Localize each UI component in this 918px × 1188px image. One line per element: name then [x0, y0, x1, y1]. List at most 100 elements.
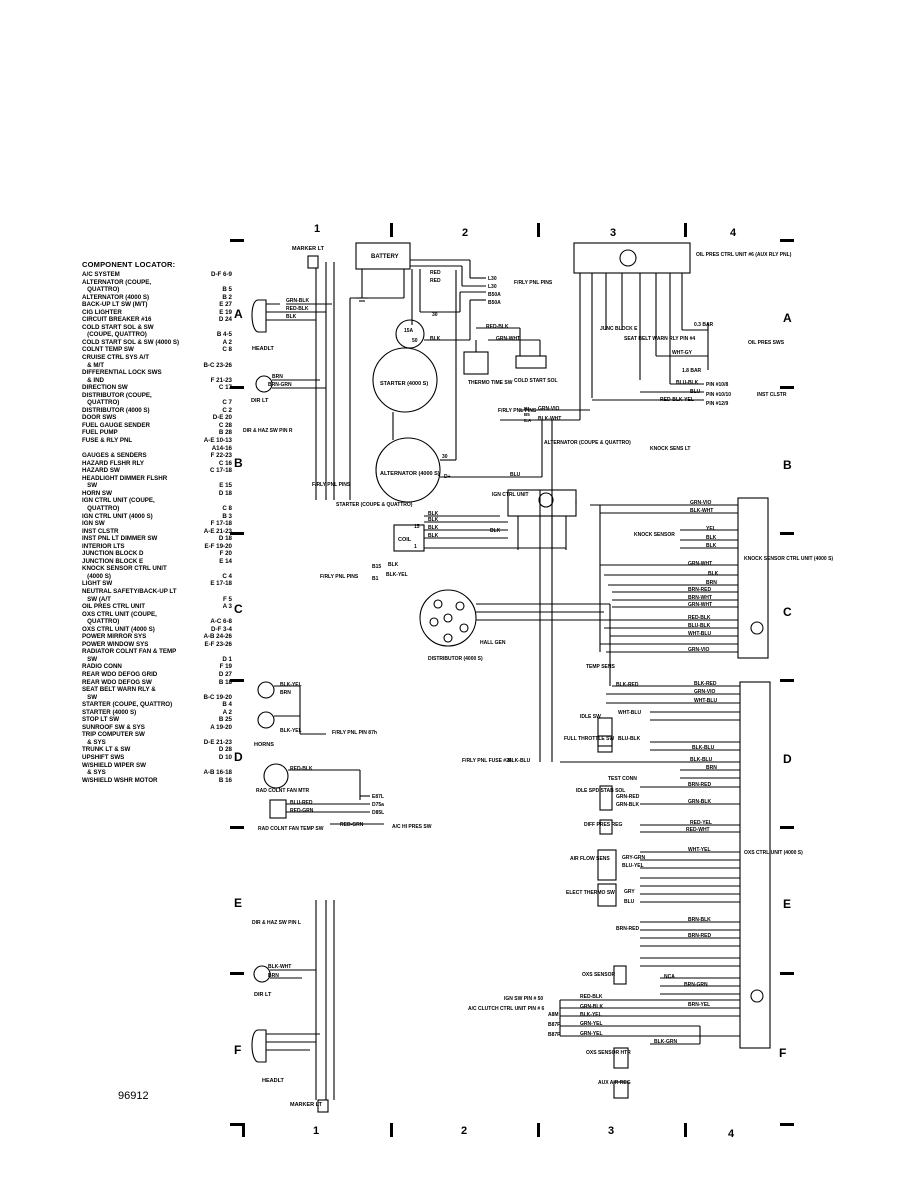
locator-entry-ref: A14-16 — [211, 444, 232, 452]
idle-spd-stab-sol-box — [599, 785, 613, 811]
locator-entry-name: FUSE & RLY PNL — [82, 437, 133, 445]
zone-number-4-top: 4 — [730, 227, 737, 239]
starter-callout-label: STARTER (COUPE & QUATTRO) — [336, 502, 413, 508]
zone-letter-a-left: A — [234, 307, 243, 321]
wire-label: BRN-BLK — [688, 917, 711, 923]
border-tick — [230, 679, 244, 682]
border-corner — [242, 1123, 245, 1137]
wire-label: BRN-YEL — [688, 1002, 710, 1008]
border-tick — [684, 223, 687, 237]
knock-sens-lt-label: KNOCK SENS LT — [650, 446, 690, 452]
terminal-label: B1 — [372, 576, 379, 582]
locator-entry-name: QUATTRO) — [82, 399, 120, 407]
locator-entry-name: FUEL PUMP — [82, 429, 118, 437]
dir-haz-sw-top-label: DIR & HAZ SW PIN R — [243, 428, 293, 434]
wire-label: BLK — [490, 528, 501, 534]
zone-letter-d-left: D — [234, 750, 243, 764]
border-tick — [230, 239, 244, 242]
wire-label: BLU-YEL — [622, 863, 644, 869]
locator-entry-name: REAR WDO DEFOG SW — [82, 678, 152, 686]
rad-colnt-fan-mtr-label: RAD COLNT FAN MTR — [256, 788, 309, 794]
wire-label: GRY-GRN — [622, 855, 646, 861]
wire-label: BLK — [706, 543, 717, 549]
border-tick — [780, 386, 794, 389]
battery-box — [355, 242, 411, 270]
locator-entry-name: COLD START SOL & SW — [82, 323, 154, 331]
wire-label: BRN-GRN — [268, 382, 292, 388]
frly-pnl-pin-87h-label: F/RLY PNL PIN 87h — [332, 730, 377, 736]
locator-entry-name: DIFFERENTIAL LOCK SWS — [82, 369, 162, 377]
wire-label: GRN-VIO — [694, 689, 716, 695]
terminal-label: B50A — [488, 300, 501, 306]
locator-entry-ref: F 22-23 — [210, 452, 232, 460]
oxs-ctrl-unit-box — [739, 681, 771, 1049]
locator-entry-name: INTERIOR LTS — [82, 542, 125, 550]
rad-colnt-fan-temp-sw — [269, 799, 287, 819]
locator-entry-name: SUNROOF SW & SYS — [82, 723, 145, 731]
ign-sw-pin-label: IGN SW PIN # 50 — [504, 996, 543, 1002]
wire-label: WHT-YEL — [688, 847, 711, 853]
border-tick — [230, 972, 244, 975]
wire-label: BRN-RED — [688, 587, 711, 593]
wire-label: BLK-WHT — [690, 508, 713, 514]
locator-entry-name: TRUNK LT & SW — [82, 746, 131, 754]
dir-lt-bottom-label: DIR LT — [254, 992, 272, 998]
locator-entry-name: QUATTRO) — [82, 286, 120, 294]
locator-entry-ref: D 18 — [218, 489, 232, 497]
wire-label: RED-BLK — [688, 615, 711, 621]
knock-sensor-ctrl-unit-box — [737, 497, 769, 659]
locator-entry-ref: F 5 — [223, 595, 232, 603]
locator-entry-ref: A-B 24-26 — [203, 633, 232, 641]
wire-label: GRN-WHT — [688, 602, 712, 608]
locator-entry-ref: D 24 — [218, 316, 232, 324]
locator-entry-ref: F 17-18 — [210, 520, 232, 528]
wire-label: BRN — [706, 765, 717, 771]
locator-entry-ref: F 21-23 — [210, 376, 232, 384]
wire-label: BRN-RED — [688, 933, 711, 939]
locator-entry-ref: D 1 — [222, 655, 232, 663]
locator-entry-ref: B 4 — [222, 701, 232, 709]
wire-label: GRY — [624, 889, 635, 895]
locator-entry: OXS CTRL UNIT (4000 S)D-F 3-4 — [82, 626, 232, 634]
locator-entry-ref: C 17-18 — [209, 467, 232, 475]
locator-entry: COLD START SOL & SW (4000 S)A 2 — [82, 339, 232, 347]
terminal-label: 30 — [442, 454, 448, 460]
locator-entry-ref: E-F 23-26 — [204, 640, 232, 648]
locator-entry-name: STOP LT SW — [82, 716, 120, 724]
nca-label: NCA — [664, 974, 675, 980]
locator-entry-name: DISTRIBUTOR (4000 S) — [82, 406, 150, 414]
horn-1 — [257, 681, 275, 699]
locator-entry-ref: B 2 — [222, 293, 232, 301]
locator-entry-name: SW — [82, 655, 98, 663]
starter-label: STARTER (4000 S) — [380, 381, 428, 387]
marker-lt-top-label: MARKER LT — [292, 246, 325, 252]
wire-label: WHT-BLU — [618, 710, 641, 716]
wire-label: GRN-BLK — [286, 298, 309, 304]
border-tick — [537, 223, 540, 237]
starter-motor — [372, 347, 438, 413]
oil-pres-ctrl-unit-box — [573, 242, 691, 274]
locator-entry-name: HORN SW — [82, 489, 112, 497]
terminal-label: B87F — [548, 1032, 560, 1038]
pin-8-label: PIN #10/8 — [706, 382, 728, 388]
border-tick — [230, 386, 244, 389]
locator-entry: A14-16 — [82, 445, 232, 453]
oil-pres-sws-label: OIL PRES SWS — [748, 340, 785, 346]
locator-entry-name: KNOCK SENSOR CTRL UNIT — [82, 565, 167, 573]
locator-entry-ref: E-F 19-20 — [204, 542, 232, 550]
locator-entry-ref: A 2 — [222, 338, 232, 346]
locator-entry-ref: B-C 19-20 — [203, 693, 232, 701]
border-tick — [537, 1123, 540, 1137]
locator-entry: CRUISE CTRL SYS A/T — [82, 354, 232, 362]
zone-letter-b-left: B — [234, 456, 243, 470]
diff-pres-reg-box — [599, 819, 613, 835]
